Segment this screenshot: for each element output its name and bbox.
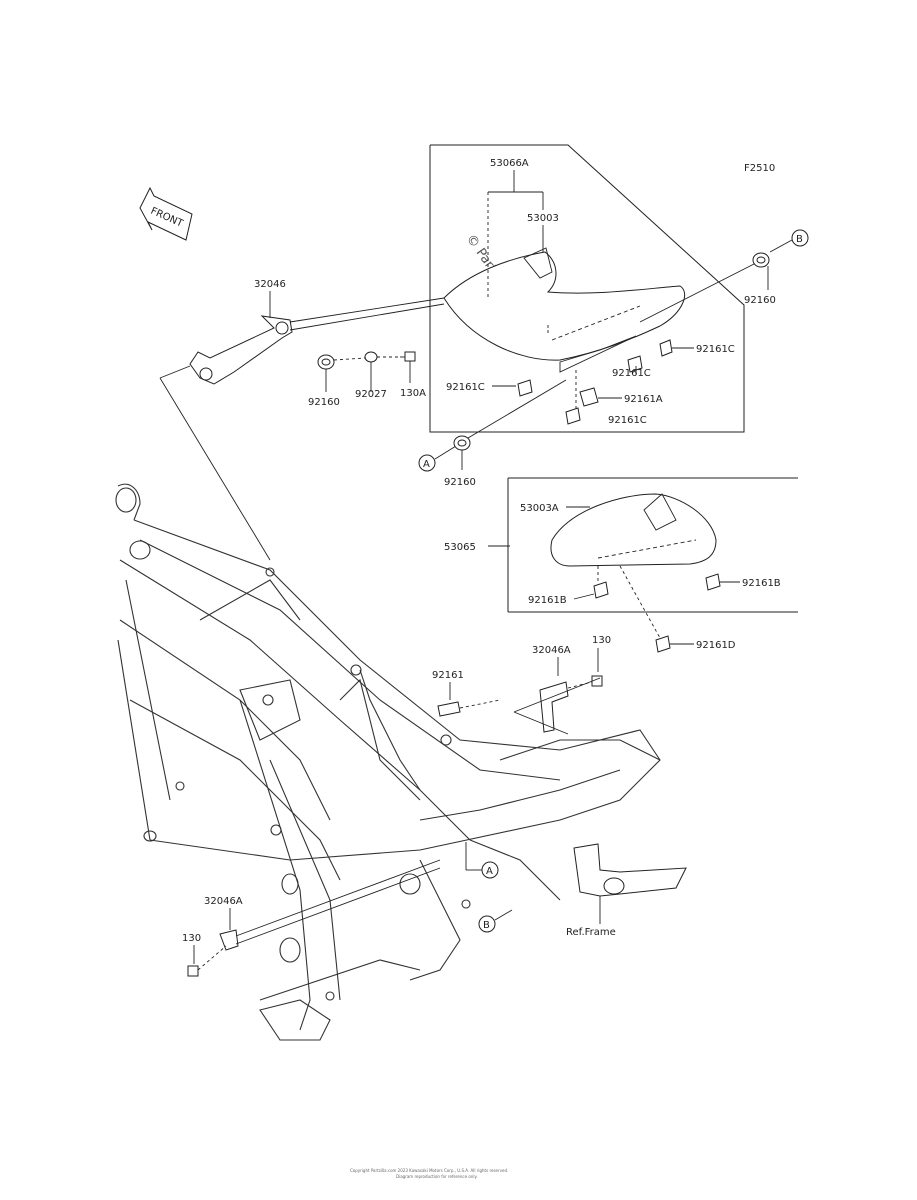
rear-seat-53003A — [550, 493, 717, 567]
damper-92161B-left — [593, 581, 609, 599]
label-130-upper: 130 — [592, 635, 611, 646]
label-92161C-left: 92161C — [446, 382, 485, 393]
motorcycle-frame — [115, 483, 661, 1041]
label-32046: 32046 — [254, 279, 286, 290]
bolt-130A — [400, 351, 416, 362]
label-92161A: 92161A — [624, 394, 663, 405]
label-92027: 92027 — [355, 389, 387, 400]
damper-92161D — [655, 635, 671, 653]
label-53003A: 53003A — [520, 503, 559, 514]
pin-32046A-lower — [219, 929, 239, 951]
washer-92027 — [364, 351, 378, 363]
upper-seat-box — [429, 144, 745, 433]
damper-92161 — [437, 701, 461, 717]
damper-92161A — [579, 387, 599, 407]
label-92161: 92161 — [432, 670, 464, 681]
label-92161C-2: 92161C — [612, 368, 651, 379]
label-53003: 53003 — [527, 213, 559, 224]
label-92161D: 92161D — [696, 640, 736, 651]
callout-B-frame — [478, 915, 496, 933]
callout-B-top-letter: B — [796, 234, 803, 245]
rear-subframe-piece — [573, 843, 687, 897]
label-53066A: 53066A — [490, 158, 529, 169]
label-92160-left: 92160 — [308, 397, 340, 408]
callout-B-top — [791, 229, 809, 247]
damper-92161C-1 — [659, 339, 673, 357]
callout-A-frame — [481, 861, 499, 879]
label-130A: 130A — [400, 388, 426, 399]
callout-A-top-letter: A — [423, 459, 430, 470]
grommet-92160-left — [317, 354, 335, 370]
footer-line-2: Diagram reproduction for reference only. — [396, 1174, 478, 1179]
label-32046A-upper: 32046A — [532, 645, 571, 656]
label-92161C-1: 92161C — [696, 344, 735, 355]
damper-92161C-2 — [627, 355, 643, 373]
grommet-92160-right — [752, 252, 770, 268]
label-32046A-lower: 32046A — [204, 896, 243, 907]
pin-32046A-upper — [539, 681, 569, 733]
label-92160-bottom: 92160 — [444, 477, 476, 488]
callout-A-frame-letter: A — [486, 866, 493, 877]
front-arrow-icon: FRONT — [139, 186, 193, 241]
label-92161B-right: 92161B — [742, 578, 781, 589]
label-53065: 53065 — [444, 542, 476, 553]
label-92160-right: 92160 — [744, 295, 776, 306]
bolt-130-lower — [187, 965, 199, 977]
bracket-32046 — [189, 315, 293, 385]
damper-92161C-3 — [565, 407, 581, 425]
label-92161B-left: 92161B — [528, 595, 567, 606]
footer-line-1: Copyright Partzilla.com 2023 Kawasaki Mo… — [350, 1168, 508, 1173]
diagram-code: F2510 — [744, 163, 775, 174]
label-130-lower: 130 — [182, 933, 201, 944]
main-seat — [443, 247, 685, 373]
label-92161C-3: 92161C — [608, 415, 647, 426]
label-ref-frame: Ref.Frame — [566, 927, 616, 938]
callout-B-frame-letter: B — [483, 920, 490, 931]
grommet-92160-bottom — [453, 435, 471, 451]
callout-A-top — [418, 454, 436, 472]
damper-92161B-right — [705, 573, 721, 591]
